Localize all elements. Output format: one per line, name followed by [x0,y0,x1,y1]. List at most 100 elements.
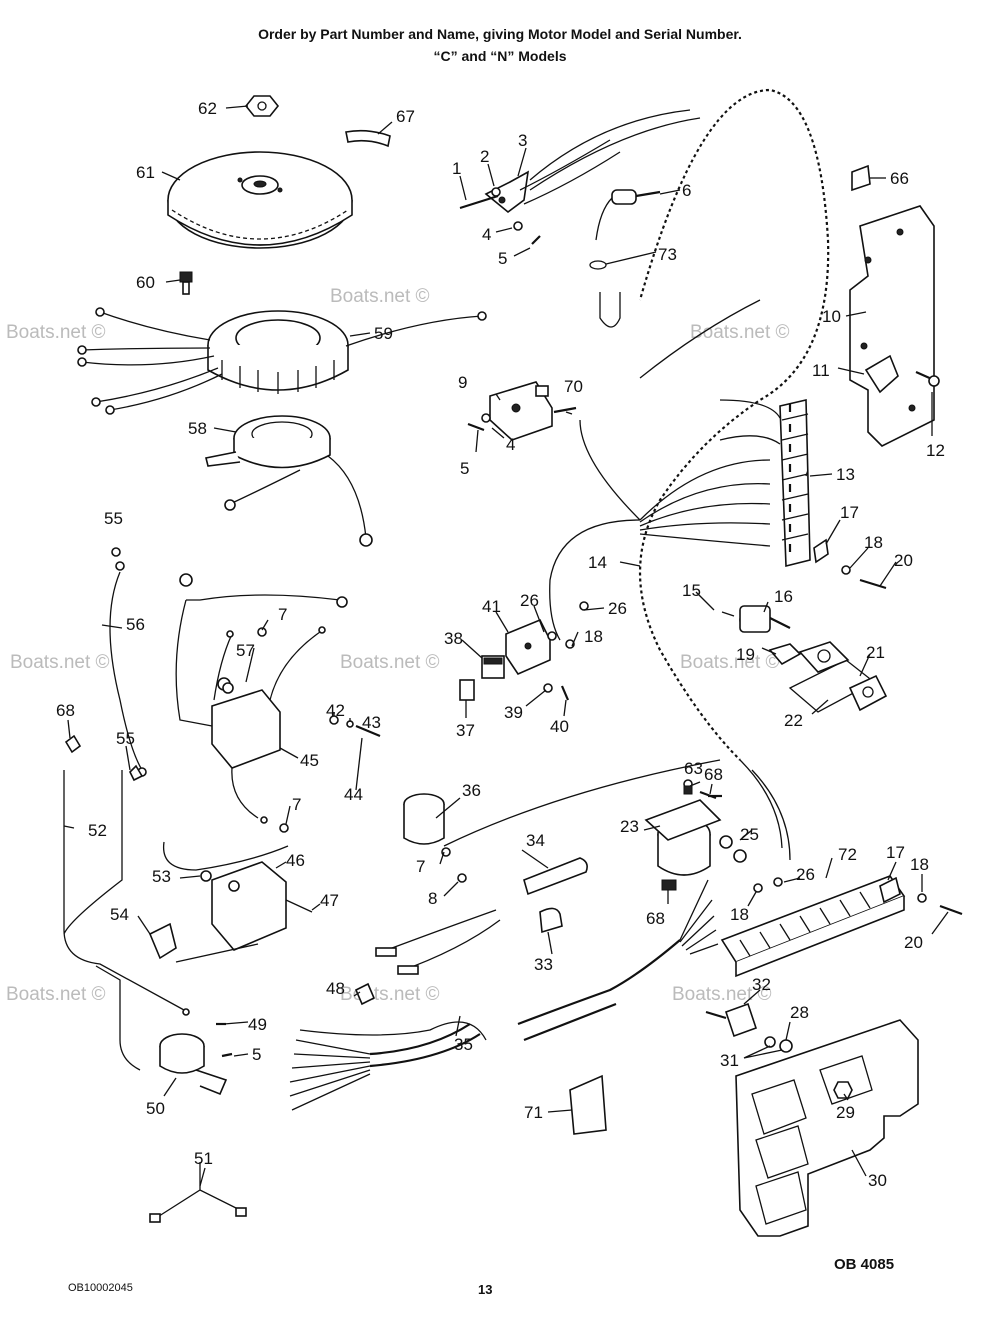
watermark: Boats.net © [330,286,430,307]
page-number: 13 [478,1282,493,1297]
ignition-switch-16 [721,605,791,633]
boot-54 [148,922,177,960]
callout-22: 22 [784,711,803,730]
clip-48 [354,982,376,1006]
screw-60 [179,271,193,295]
callout-26a: 26 [520,591,539,610]
watermark: Boats.net © [6,984,106,1005]
callout-4b: 4 [506,435,515,454]
callout-18c: 18 [910,855,929,874]
callout-44: 44 [344,785,363,804]
watermark: Boats.net © [340,652,440,673]
callout-13: 13 [836,465,855,484]
callout-17a: 17 [840,503,859,522]
callout-45: 45 [300,751,319,770]
watermark: Boats.net © [340,984,440,1005]
callout-55b: 55 [116,729,135,748]
screw-63 [683,785,693,795]
battery-cable-34 [523,857,588,896]
screw-5b [467,422,485,432]
harness-tube-35 [369,1023,481,1068]
switch-plate-22 [788,641,888,713]
callout-48: 48 [326,979,345,998]
callout-5c: 5 [252,1045,261,1064]
washer-4b [481,413,491,423]
callout-39: 39 [504,703,523,722]
ignition-coil-46 [211,861,287,951]
callout-68c: 68 [646,909,665,928]
flywheel-key-strip [345,129,391,148]
callout-43: 43 [362,713,381,732]
watermark: Boats.net © [10,652,110,673]
screw-20 [859,578,887,590]
screw-1 [459,194,499,210]
callout-68a: 68 [56,701,75,720]
washer-4 [513,221,523,231]
terminal-board-41 [505,618,551,676]
callout-7b: 7 [292,795,301,814]
callout-14: 14 [588,553,607,572]
callout-63: 63 [684,759,703,778]
callout-41: 41 [482,597,501,616]
callout-73: 73 [658,245,677,264]
callout-38: 38 [444,629,463,648]
terminal-6 [595,189,661,241]
clamp-33 [539,907,563,934]
callout-26b: 26 [608,599,627,618]
screw-40 [560,685,570,701]
callout-55a: 55 [104,509,123,528]
stator [207,310,349,394]
callout-28: 28 [790,1003,809,1022]
callout-34: 34 [526,831,545,850]
flywheel-nut [244,95,280,117]
ignition-coil-45 [211,677,281,769]
washer-31 [764,1036,776,1048]
callout-36: 36 [462,781,481,800]
watermark: Boats.net © [680,652,780,673]
diode-38 [481,655,505,679]
jumper-lead-51 [155,1162,241,1219]
callout-12: 12 [926,441,945,460]
callout-7c: 7 [416,857,425,876]
callout-26c: 26 [796,865,815,884]
callout-6: 6 [682,181,691,200]
timer-base [205,415,331,469]
callout-66: 66 [890,169,909,188]
callout-31: 31 [720,1051,739,1070]
callout-46: 46 [286,851,305,870]
watermark: Boats.net © [672,984,772,1005]
grommet-32 [705,1002,758,1038]
callout-23: 23 [620,817,639,836]
callout-49: 49 [248,1015,267,1034]
callout-67: 67 [396,107,415,126]
callout-20a: 20 [894,551,913,570]
header-line-2: “C” and “N” Models [433,48,567,64]
diagram-code: OB 4085 [834,1256,895,1273]
callout-10: 10 [822,307,841,326]
wire-clip-73 [599,292,621,328]
rectifier-9 [489,381,553,441]
callout-57: 57 [236,641,255,660]
callout-18b: 18 [584,627,603,646]
callout-11: 11 [812,361,830,380]
callout-7a: 7 [278,605,287,624]
callout-58: 58 [188,419,207,438]
callout-52: 52 [88,821,107,840]
starter-solenoid-23 [644,799,722,876]
terminal-block-13 [779,399,811,568]
callout-71: 71 [524,1103,543,1122]
temperature-switch-50 [159,1033,228,1096]
document-code: OB10002045 [68,1282,133,1294]
callout-42: 42 [326,701,345,720]
callout-68b: 68 [704,765,723,784]
screw-44 [355,724,381,738]
harness-tube [517,939,681,1042]
callout-59: 59 [374,324,393,343]
callout-33: 33 [534,955,553,974]
mounting-bracket-30 [735,1019,919,1237]
nut-29 [833,1081,853,1099]
callout-21: 21 [866,643,885,662]
callout-53: 53 [152,867,171,886]
header-line-1: Order by Part Number and Name, giving Mo… [258,26,742,42]
terminal-block-72 [720,875,906,978]
